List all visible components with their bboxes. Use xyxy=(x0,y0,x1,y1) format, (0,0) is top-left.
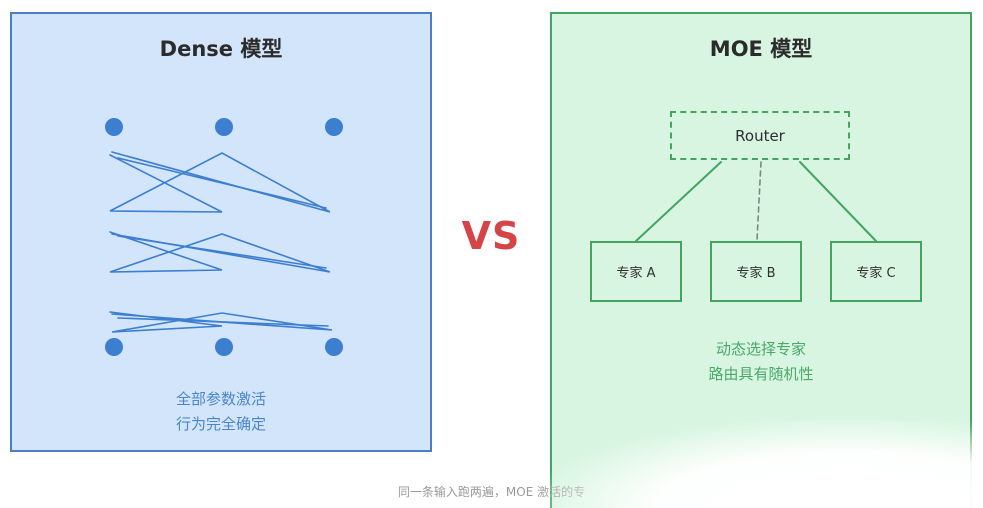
dense-caption: 全部参数激活 行为完全确定 xyxy=(12,387,430,437)
dense-caption-line-2: 行为完全确定 xyxy=(175,415,266,433)
dense-nodes xyxy=(105,118,343,356)
expert-b-box: 专家 B xyxy=(710,241,802,302)
expert-a-box: 专家 A xyxy=(590,241,682,302)
dense-node-top-right xyxy=(325,118,343,136)
moe-caption-line-2: 路由具有随机性 xyxy=(708,365,814,383)
dense-connection-group-1b xyxy=(117,157,327,209)
expert-b-label: 专家 B xyxy=(736,266,776,281)
dense-connection-lines xyxy=(109,151,333,333)
dense-node-top-left xyxy=(105,118,123,136)
dense-node-bottom-left xyxy=(105,338,123,356)
dense-node-bottom-right xyxy=(325,338,343,356)
moe-panel-title: MOE 模型 xyxy=(709,37,813,61)
dense-connection-group-1 xyxy=(109,151,331,213)
router-to-expert-c-link xyxy=(799,161,877,242)
vs-label: VS xyxy=(461,214,521,258)
expert-c-label: 专家 C xyxy=(856,266,896,281)
footer-caption: 同一条输入跑两遍，MOE 激活的专 xyxy=(397,485,586,499)
dense-connection-group-2b xyxy=(117,235,327,269)
dense-node-top-middle xyxy=(215,118,233,136)
dense-connection-group-3 xyxy=(109,311,333,333)
router-label: Router xyxy=(735,126,785,145)
expert-a-label: 专家 A xyxy=(616,266,656,281)
moe-caption-line-1: 动态选择专家 xyxy=(715,340,806,358)
moe-caption: 动态选择专家 路由具有随机性 xyxy=(552,337,970,387)
dense-node-bottom-middle xyxy=(215,338,233,356)
router-to-expert-a-link xyxy=(635,161,722,242)
dense-panel-title: Dense 模型 xyxy=(159,37,283,61)
expert-c-box: 专家 C xyxy=(830,241,922,302)
dense-model-panel: Dense 模型 全部参数激活 行为完全确定 xyxy=(10,12,432,452)
dense-connection-group-2 xyxy=(109,231,331,273)
dense-caption-line-1: 全部参数激活 xyxy=(175,390,266,408)
router-to-expert-b-link xyxy=(756,161,762,241)
moe-router-links xyxy=(635,161,877,242)
router-box: Router xyxy=(670,111,850,160)
dense-connection-group-3b xyxy=(117,317,329,327)
